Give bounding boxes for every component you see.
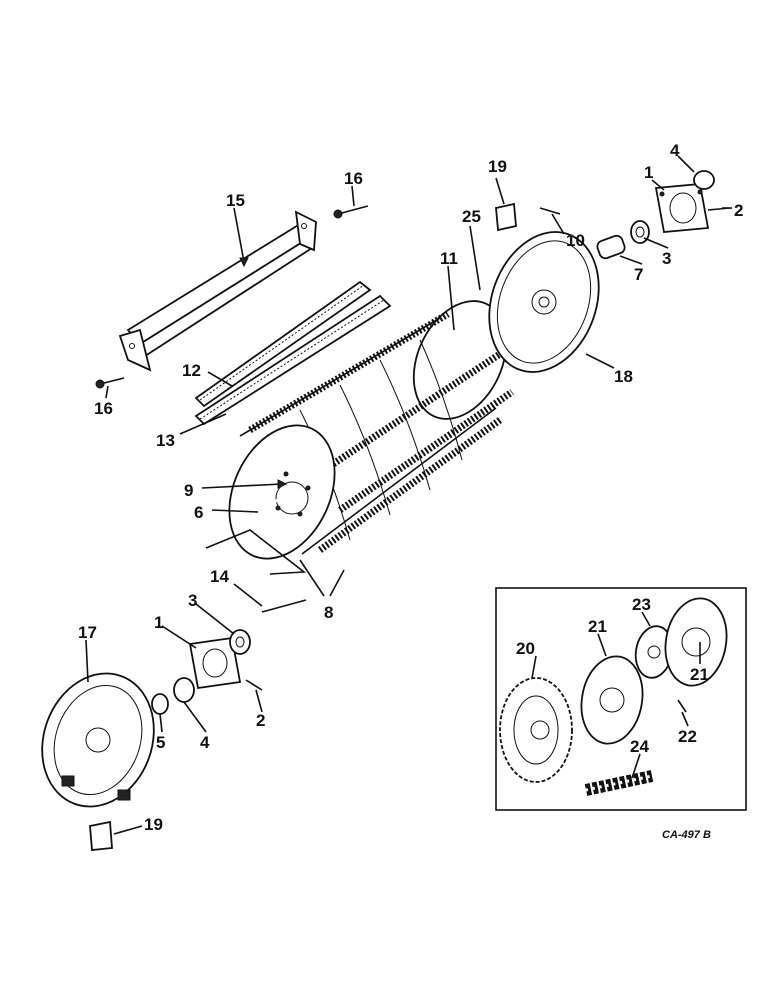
callout-19: 19 (488, 157, 507, 176)
callout-23: 23 (632, 595, 651, 614)
callout-labels: 15 16 16 12 13 9 6 14 8 11 25 19 10 18 7… (78, 141, 743, 834)
bearing-flange (654, 183, 710, 233)
bracket-part (89, 820, 113, 851)
callout-9: 9 (184, 481, 193, 500)
drive-sprocket (499, 677, 573, 783)
callout-5: 5 (156, 733, 165, 752)
bolt-icon (333, 205, 369, 219)
callout-25: 25 (462, 207, 481, 226)
callout-3: 3 (188, 591, 197, 610)
bolt-icon (677, 699, 687, 713)
callout-15: 15 (226, 191, 245, 210)
bearing-flange (188, 636, 242, 690)
leader-lines (85, 155, 732, 835)
callout-4: 4 (200, 733, 210, 752)
callout-24: 24 (630, 737, 649, 756)
callout-6: 6 (194, 503, 203, 522)
bolt-icon (245, 679, 263, 691)
bearing-icon (229, 629, 251, 655)
callout-16: 16 (94, 399, 113, 418)
callout-20: 20 (516, 639, 535, 658)
bushing-part (596, 234, 626, 260)
drawing-code: CA-497 B (662, 829, 711, 841)
callout-3: 3 (662, 249, 671, 268)
cylinder-rasp-bar-assembly (205, 300, 514, 575)
callout-16: 16 (344, 169, 363, 188)
end-plate-disc (41, 672, 155, 808)
pin-part (539, 207, 561, 215)
callout-11: 11 (440, 249, 458, 268)
plate-part (664, 597, 728, 687)
plate-part (580, 655, 644, 745)
bearing-icon (151, 677, 195, 715)
callout-13: 13 (156, 431, 175, 450)
callout-10: 10 (566, 231, 585, 250)
collar-part (693, 170, 715, 190)
callout-2: 2 (256, 711, 265, 730)
callout-17: 17 (78, 623, 97, 642)
callout-21: 21 (588, 617, 607, 636)
callout-22: 22 (678, 727, 697, 746)
callout-21: 21 (690, 665, 709, 684)
rasp-bar-part (194, 280, 392, 426)
callout-12: 12 (182, 361, 201, 380)
callout-18: 18 (614, 367, 633, 386)
callout-7: 7 (634, 265, 643, 284)
callout-1: 1 (644, 163, 653, 182)
bracket-part (495, 202, 517, 232)
key-part (261, 599, 307, 613)
callout-2: 2 (734, 201, 743, 220)
bolt-icon (95, 377, 125, 389)
callout-19: 19 (144, 815, 163, 834)
callout-1: 1 (154, 613, 163, 632)
callout-8: 8 (324, 603, 333, 622)
detail-inset-frame (495, 587, 747, 811)
end-plate-disc (488, 231, 600, 373)
callout-14: 14 (210, 567, 229, 586)
callout-4: 4 (670, 141, 680, 160)
roller-chain (584, 770, 654, 796)
